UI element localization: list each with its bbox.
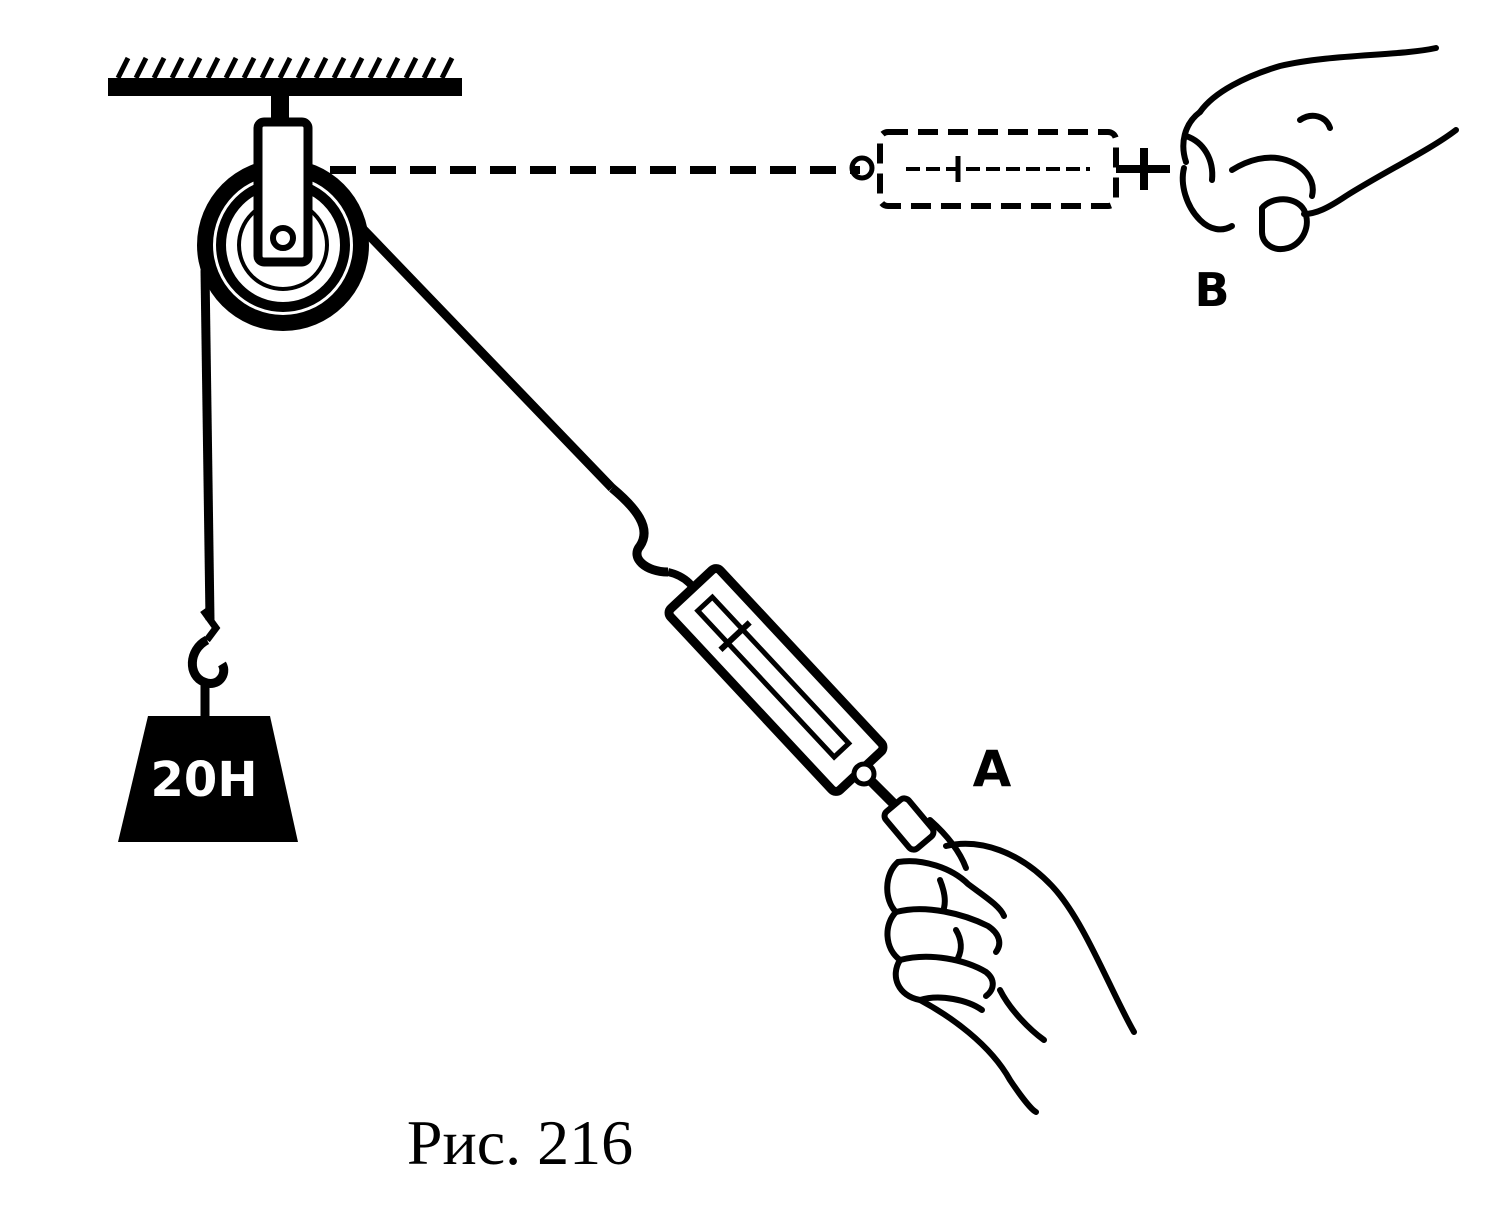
- dynamometer-b: [877, 129, 1170, 209]
- hand-a-icon: [884, 817, 1137, 1115]
- weight-block: 20Н: [118, 716, 298, 842]
- label-a: A: [973, 740, 1012, 798]
- horizontal-dashed-rope: [330, 155, 875, 181]
- vertical-rope: [187, 269, 229, 716]
- dynamometer-a: [664, 564, 937, 853]
- diagonal-rope: [358, 224, 702, 600]
- weight-label: 20Н: [151, 752, 258, 808]
- hand-b-icon: [1179, 45, 1459, 252]
- figure-caption: Рис. 216: [407, 1107, 633, 1178]
- label-b: B: [1194, 263, 1229, 317]
- ceiling-support: [108, 56, 462, 96]
- pulley: [197, 92, 369, 331]
